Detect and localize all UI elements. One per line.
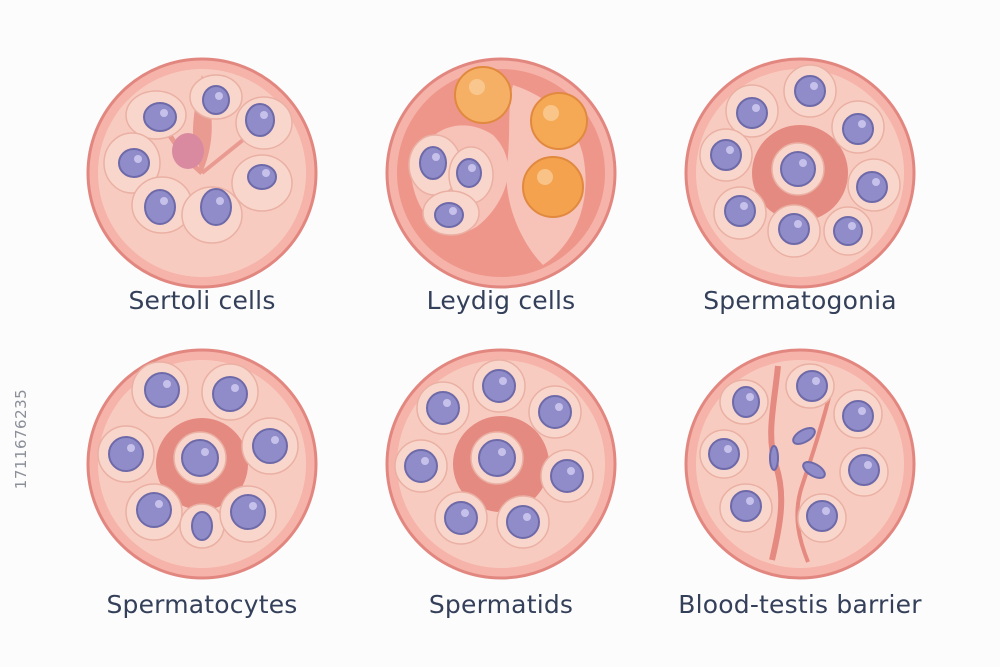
caption-spermatocytes: Spermatocytes: [106, 590, 298, 619]
spermatids-diagram: [383, 346, 619, 582]
leydig-cells-diagram: [383, 55, 619, 291]
sertoli-cells-diagram: [84, 55, 320, 291]
caption-spermatids: Spermatids: [428, 590, 574, 619]
spermatocytes-diagram: [84, 346, 320, 582]
caption-leydig-cells: Leydig cells: [426, 286, 576, 315]
caption-sertoli-cells: Sertoli cells: [128, 286, 276, 315]
watermark-id: 1711676235: [12, 388, 30, 490]
blood-testis-barrier-diagram: [682, 346, 918, 582]
caption-spermatogonia: Spermatogonia: [703, 286, 897, 315]
caption-blood-testis-barrier: Blood-testis barrier: [678, 590, 922, 619]
spermatogonia-diagram: [682, 55, 918, 291]
